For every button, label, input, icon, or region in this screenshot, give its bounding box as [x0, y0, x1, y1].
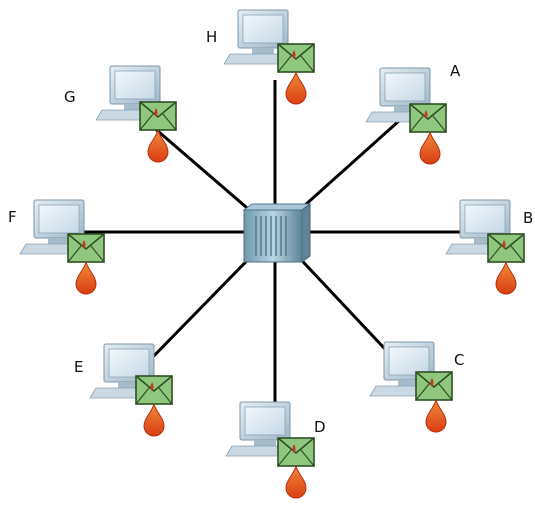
drop-icon: [495, 261, 517, 295]
node-b[interactable]: B: [445, 199, 533, 295]
node-a[interactable]: A: [365, 62, 461, 165]
envelope-icon: [135, 375, 173, 405]
drop-icon: [285, 71, 307, 105]
drop-icon: [285, 465, 307, 499]
node-f[interactable]: F: [8, 199, 105, 295]
node-c[interactable]: C: [369, 341, 464, 433]
drop-icon: [75, 261, 97, 295]
drop-icon: [419, 131, 441, 165]
envelope-icon: [415, 371, 453, 401]
drop-icon: [147, 129, 169, 163]
envelope-icon: [277, 437, 315, 467]
envelope-icon: [139, 101, 177, 131]
node-label-e: E: [74, 358, 83, 376]
node-label-c: C: [454, 351, 464, 369]
node-label-f: F: [8, 208, 17, 226]
node-label-b: B: [523, 209, 533, 227]
drop-icon: [425, 399, 447, 433]
drop-icon: [143, 403, 165, 437]
envelope-icon: [277, 43, 315, 73]
envelope-icon: [409, 103, 447, 133]
node-d[interactable]: D: [225, 401, 326, 499]
node-h[interactable]: H: [206, 9, 315, 105]
node-label-d: D: [314, 418, 326, 436]
node-label-g: G: [64, 88, 76, 106]
node-label-h: H: [206, 28, 217, 46]
envelope-icon: [67, 233, 105, 263]
node-e[interactable]: E: [74, 343, 173, 437]
envelope-icon: [487, 233, 525, 263]
hub-icon[interactable]: [242, 203, 312, 263]
node-label-a: A: [450, 62, 461, 80]
node-g[interactable]: G: [64, 65, 177, 163]
